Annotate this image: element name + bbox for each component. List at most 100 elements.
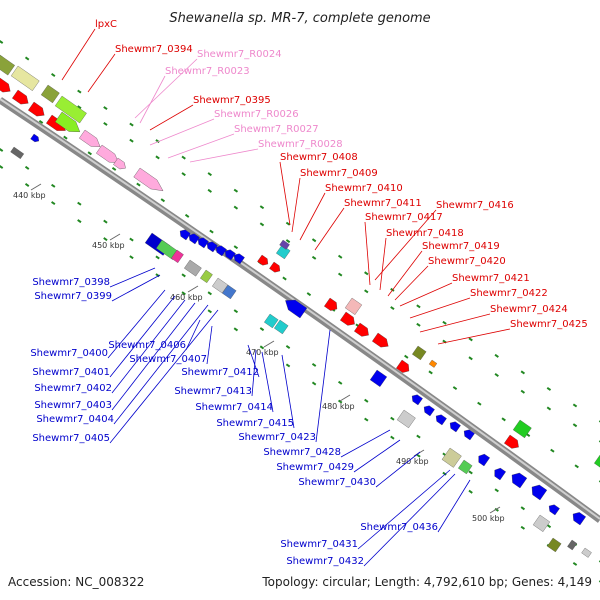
tick-dash [404,354,409,359]
tick-dash [416,453,421,458]
tick-dash [494,488,499,493]
tick-dash [129,255,134,260]
summary-text: Topology: circular; Length: 4,792,610 bp… [261,575,592,589]
tick-mark [489,506,501,514]
tick-dash [207,291,212,296]
gene-arrow [28,101,45,117]
gene-label: Shewmr7_0394 [115,44,193,55]
gene-box [184,259,202,277]
tick-dash [207,188,212,193]
gene-label: lpxC [95,19,117,30]
gene-box [279,239,290,250]
tick-dash [390,416,395,421]
gene-label: Shewmr7_0406 [108,340,186,351]
tick-dash [364,271,369,276]
tick-dash [77,89,82,94]
gene-label: Shewmr7_0412 [181,367,259,378]
tick-label: 500 kbp [472,514,505,523]
leader-line [111,299,186,394]
gene-features [0,54,600,558]
leader-line [291,177,301,233]
gene-box [0,54,15,76]
leader-line [111,274,161,302]
tick-dash [103,219,108,224]
gene-arrow [30,133,40,143]
gene-arrow [572,512,586,526]
leader-line [419,313,491,333]
tick-mark [30,183,42,191]
tick-dash [416,304,421,309]
tick-dash [111,166,117,171]
gene-label: Shewmr7_R0024 [197,49,282,60]
tick-dash [155,273,160,278]
leader-line [167,133,235,159]
gene-arrow [285,299,308,319]
leader-line [247,344,260,378]
tick-dash [364,289,369,294]
gene-box [200,269,213,283]
tick-mark [187,285,199,293]
gene-arrow [233,253,245,265]
tick-mark [109,233,121,241]
tick-dash [51,201,56,206]
gene-box [264,313,279,329]
leader-line [87,53,116,93]
gene-box [344,297,363,315]
leader-line [375,451,421,488]
gene-label: Shewmr7_0401 [32,367,110,378]
gene-arrow [54,111,81,132]
tick-dash [337,254,343,259]
leader-line [189,148,259,163]
tick-dash [572,403,578,408]
leader-line [61,28,96,81]
tick-dash [77,105,82,110]
tick-dash [452,386,458,391]
map-title: Shewanella sp. MR-7, complete genome [169,11,430,26]
gene-label: Shewmr7_0424 [490,304,568,315]
tick-dash [364,417,369,422]
leader-line [109,309,219,444]
gene-arrow [206,241,218,253]
gene-label: Shewmr7_0407 [129,354,207,365]
rna-feature [133,167,164,192]
tick-dash [233,309,239,314]
gene-arrow [504,434,519,449]
tick-dash [103,237,108,242]
tick-dash [468,337,473,342]
tick-label: 450 kbp [92,241,125,250]
gene-arrow [423,405,435,417]
gene-arrow [494,467,506,481]
tick-dash [428,370,433,375]
tick-dash [494,373,499,377]
leader-line [299,192,326,241]
gene-label: Shewmr7_0415 [216,418,294,429]
leader-line [113,304,209,425]
tick-dash [546,524,552,529]
tick-dash [87,151,92,156]
tick-dash [51,73,56,77]
leader-line [340,429,391,458]
tick-dash [184,213,190,218]
tick-dash [24,183,30,187]
tick-dash [416,322,421,327]
gene-arrow [511,472,528,489]
tick-dash [285,363,291,368]
leader-line [281,354,295,429]
gene-label: Shewmr7_0432 [286,556,364,567]
gene-label: Shewmr7_0413 [174,386,252,397]
gene-arrow [269,261,281,273]
gene-label: Shewmr7_0398 [32,277,110,288]
leader-line [363,473,456,567]
gene-box [441,447,462,468]
tick-dash [181,273,186,278]
leader-line [111,302,196,411]
leader-line [357,469,451,550]
gene-label: Shewmr7_0429 [276,462,354,473]
gene-arrow [0,77,11,93]
leader-line [315,329,331,443]
tick-dash [546,386,552,391]
gene-label: Shewmr7_R0027 [234,124,319,135]
tick-dash [572,561,578,566]
label-leaders [61,28,511,567]
